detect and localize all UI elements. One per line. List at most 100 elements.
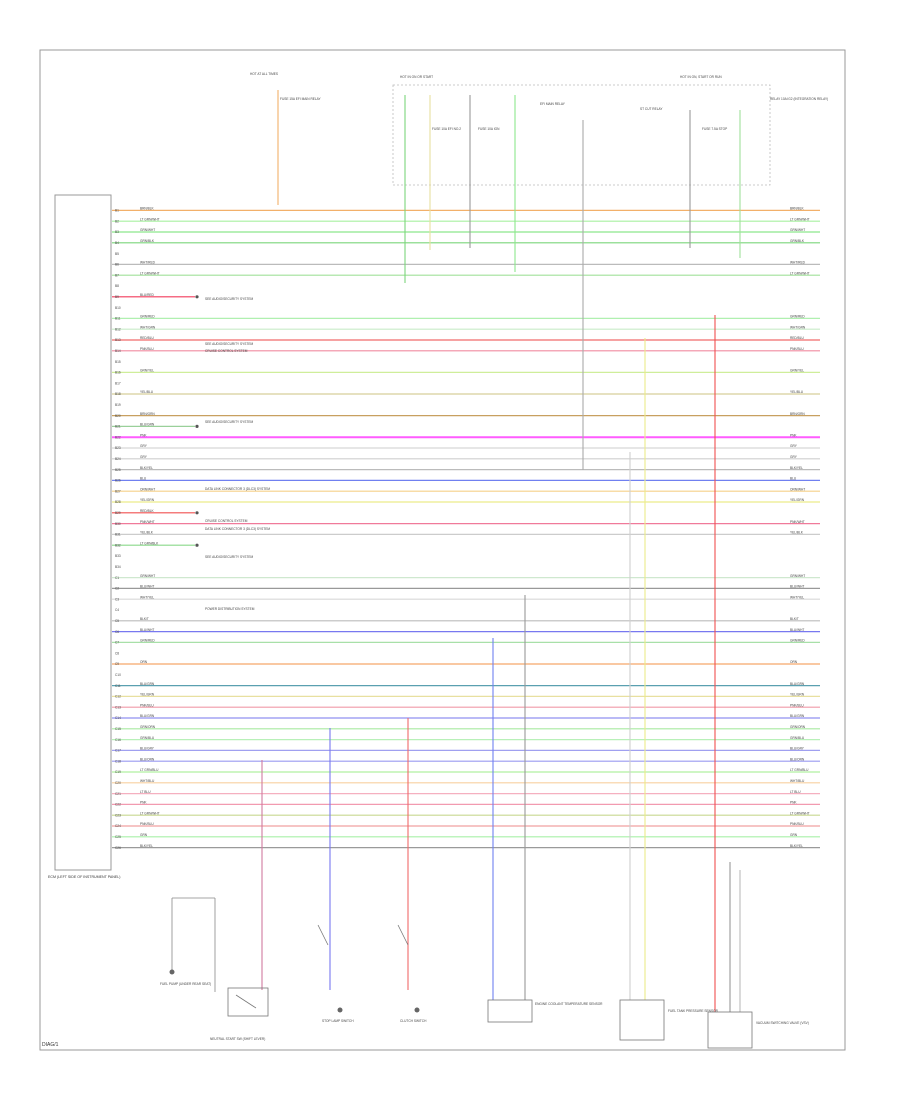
- wire-layer: [112, 90, 820, 1012]
- wire-color-B23: GRY: [140, 444, 148, 448]
- component-label-c3: STOP LAMP SWITCH: [322, 1019, 354, 1023]
- component-label-c1: FUEL PUMP (UNDER REAR SEAT): [160, 982, 211, 986]
- fuel-pump: FUEL PUMP (UNDER REAR SEAT): [160, 897, 216, 992]
- wire-color-right-B30: PNK/WHT: [790, 520, 805, 524]
- fuse-label-3: FUSE 10A IGN: [478, 127, 500, 131]
- wire-color-C24: PNK/BLU: [140, 822, 154, 826]
- note-anti-theft-3: SEE AUDIO/SECURITY SYSTEM: [205, 420, 253, 424]
- pin-C7: C7: [115, 641, 119, 645]
- pin-C3: C3: [115, 597, 119, 601]
- fuse-label-2: FUSE 10A EFI NO.2: [432, 127, 461, 131]
- note-anti-theft: SEE AUDIO/SECURITY SYSTEM: [205, 297, 253, 301]
- note-cruise: CRUISE CONTROL SYSTEM: [205, 349, 248, 353]
- wire-color-right-C9: ORN: [790, 660, 798, 664]
- wire-color-B32: LT GRN/BLK: [140, 541, 159, 545]
- note-data-link-2: DATA LINK CONNECTOR 3 (DLC3) SYSTEM: [205, 527, 270, 531]
- pin-C23: C23: [115, 813, 121, 817]
- wire-color-right-C2: BLU/WHT: [790, 585, 804, 589]
- pin-B25: B25: [115, 468, 121, 472]
- pin-B20: B20: [115, 414, 121, 418]
- wire-color-right-B7: LT GRN/WHT: [790, 271, 810, 275]
- pin-B19: B19: [115, 403, 121, 407]
- wire-color-B1: BRN/BLK: [140, 207, 155, 211]
- wire-color-right-B14: PNK/BLU: [790, 347, 804, 351]
- wire-color-B29: RED/BLK: [140, 509, 155, 513]
- pin-B8: B8: [115, 284, 119, 288]
- pin-C25: C25: [115, 835, 121, 839]
- pin-B10: B10: [115, 306, 121, 310]
- wire-color-C23: LT GRN/WHT: [140, 811, 160, 815]
- pin-B7: B7: [115, 273, 119, 277]
- wire-end-B9: [195, 295, 199, 299]
- wire-color-C26: BLK/YEL: [140, 844, 153, 848]
- pin-B9: B9: [115, 295, 119, 299]
- wire-color-right-B25: BLK/YEL: [790, 466, 803, 470]
- wire-color-B14: PNK/BLU: [140, 347, 154, 351]
- pin-B11: B11: [115, 317, 121, 321]
- feed-label-3: HOT IN ON, START OR RUN: [680, 75, 722, 79]
- note-power-dist: POWER DISTRIBUTION SYSTEM: [205, 607, 255, 611]
- vsv: VACUUM SWITCHING VALVE (VSV): [707, 1011, 809, 1049]
- wire-color-C5: BLK/T: [140, 617, 149, 621]
- pin-B17: B17: [115, 381, 121, 385]
- component-label-c2: NEUTRAL START SW (SHIFT LEVER): [210, 1037, 265, 1041]
- wire-color-B26: BLU: [140, 477, 147, 481]
- pin-C13: C13: [115, 705, 121, 709]
- pin-B34: B34: [115, 565, 121, 569]
- wire-color-B21: BLU/GRN: [140, 423, 155, 427]
- wire-color-right-B11: GRN/RED: [790, 315, 805, 319]
- wire-color-B13: RED/BLU: [140, 336, 155, 340]
- pin-C1: C1: [115, 576, 119, 580]
- wire-color-right-C16: GRN/BLU: [790, 736, 805, 740]
- wire-color-right-B16: GRN/YEL: [790, 369, 804, 373]
- wire-color-right-C1: GRN/WHT: [790, 574, 805, 578]
- pin-C6: C6: [115, 630, 119, 634]
- wire-color-C21: LT BLU: [140, 790, 151, 794]
- pin-B2: B2: [115, 219, 119, 223]
- wire-color-C7: GRN/RED: [140, 639, 155, 643]
- wire-color-C16: GRN/BLU: [140, 736, 155, 740]
- pin-B4: B4: [115, 241, 119, 245]
- wire-color-right-B26: BLU: [790, 477, 797, 481]
- pin-B27: B27: [115, 489, 121, 493]
- note-cruise-2: CRUISE CONTROL SYSTEM: [205, 519, 248, 523]
- pin-C24: C24: [115, 824, 121, 828]
- wire-color-right-B13: RED/BLU: [790, 336, 805, 340]
- wire-color-right-C17: BLU/GRY: [790, 747, 805, 751]
- pin-B12: B12: [115, 327, 121, 331]
- wire-color-C25: GRN: [140, 833, 148, 837]
- wire-color-C22: PNK: [140, 801, 147, 805]
- wire-color-B3: GRN/WHT: [140, 228, 155, 232]
- wire-color-B20: BRN/GRN: [140, 412, 155, 416]
- wire-color-right-B4: GRN/BLK: [790, 239, 805, 243]
- wire-color-right-C11: BLU/GRN: [790, 682, 805, 686]
- wire-color-right-C18: BLU/ORN: [790, 757, 805, 761]
- stop-lamp-switch: STOP LAMP SWITCH: [317, 924, 354, 1023]
- wire-color-B22: PNK: [140, 433, 147, 437]
- pin-C10: C10: [115, 673, 121, 677]
- ecm-box: [54, 194, 112, 871]
- wire-color-right-C15: GRN/ORN: [790, 725, 806, 729]
- pin-C18: C18: [115, 759, 121, 763]
- pin-B33: B33: [115, 554, 121, 558]
- pin-B24: B24: [115, 457, 121, 461]
- wire-color-B16: GRN/YEL: [140, 369, 154, 373]
- fuse-label-4: FUSE 7.5A STOP: [702, 127, 727, 131]
- wire-color-right-B18: YEL/BLU: [790, 390, 804, 394]
- wire-end-B21: [195, 424, 199, 428]
- clutch-switch: CLUTCH SWITCH: [397, 924, 427, 1023]
- starter-label: ST CUT RELAY: [640, 107, 663, 111]
- wire-color-B18: YEL/BLU: [140, 390, 154, 394]
- fuse-label-5: RELAY 10A IG2 (INTEGRATION RELAY): [770, 97, 828, 101]
- wire-color-C6: BLU/WHT: [140, 628, 154, 632]
- wire-color-B9: BLU/RED: [140, 293, 155, 297]
- wire-end-B29: [195, 511, 199, 515]
- wire-color-right-C24: PNK/BLU: [790, 822, 804, 826]
- wire-color-right-B3: GRN/WHT: [790, 228, 805, 232]
- wire-color-C13: PNK/BLU: [140, 703, 154, 707]
- pin-C2: C2: [115, 587, 119, 591]
- component-label-c5: ENGINE COOLANT TEMPERATURE SENSOR: [535, 1002, 603, 1006]
- pin-C5: C5: [115, 619, 119, 623]
